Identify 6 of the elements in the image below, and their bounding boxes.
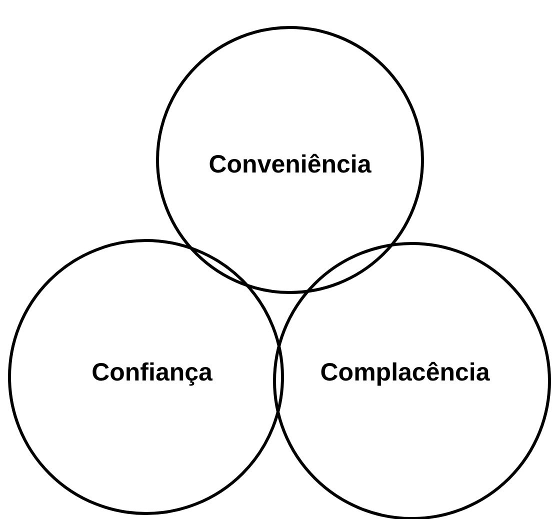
venn-circle [156,26,424,294]
circle-label: Conveniência [208,150,372,180]
circle-label: Confiança [92,358,212,388]
venn-circle [8,239,284,515]
venn-circle [273,242,551,519]
circle-label: Complacência [320,358,490,388]
